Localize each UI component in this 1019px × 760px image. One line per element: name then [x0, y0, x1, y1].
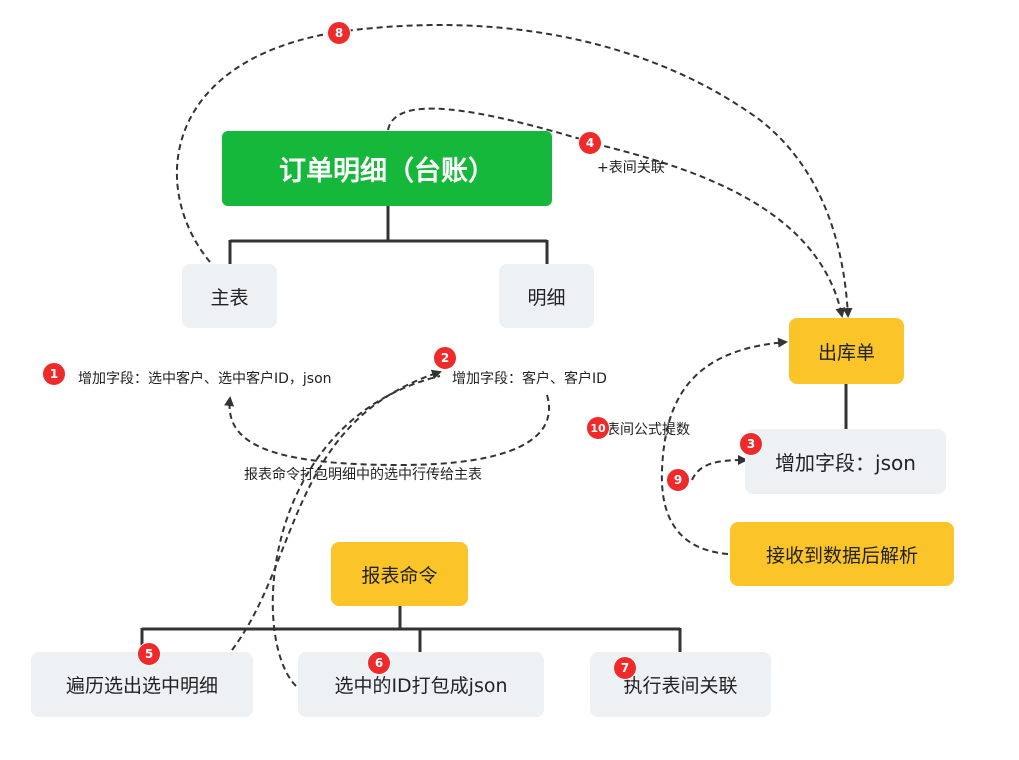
node-main-table: 主表 — [182, 264, 277, 328]
node-report-command-label: 报表命令 — [361, 564, 438, 587]
label-table-relation: +表间关联 — [597, 160, 665, 176]
step-badge-10: 10 — [586, 416, 610, 440]
node-outbound-label: 出库单 — [817, 341, 875, 364]
step-badge-5: 5 — [137, 642, 161, 666]
step-badge-2: 2 — [433, 346, 457, 370]
step-badge-7: 7 — [613, 656, 637, 680]
step-badge-3: 3 — [739, 432, 763, 456]
step-badge-4: 4 — [578, 131, 602, 155]
label-formula-extract: 表间公式提数 — [606, 422, 690, 438]
node-exec-relation-label: 执行表间关联 — [623, 675, 738, 697]
connector-root-to-outbound — [387, 107, 846, 318]
step-badge-9: 9 — [666, 468, 690, 492]
node-receive-parse: 接收到数据后解析 — [730, 522, 954, 586]
label-main-add-field: 增加字段：选中客户、选中客户ID，json — [78, 371, 332, 387]
label-detail-add-field: 增加字段：客户、客户ID — [452, 371, 607, 387]
connector-parse-to-field — [691, 455, 748, 481]
node-pack-json: 选中的ID打包成json — [298, 652, 544, 717]
step-badge-6: 6 — [367, 651, 391, 675]
tree-lines-bottom — [140, 606, 682, 652]
step-badge-1: 1 — [42, 362, 66, 386]
step-badge-8: 8 — [327, 21, 351, 45]
label-pass-to-main: 报表命令打包明细中的选中行传给主表 — [244, 467, 482, 483]
node-outbound-field-label: 增加字段：json — [775, 451, 916, 475]
connector-parse-to-outbound — [660, 337, 788, 555]
root-node-label: 订单明细（台账） — [279, 156, 495, 187]
node-traverse-label: 遍历选出选中明细 — [65, 675, 218, 697]
connector-main-to-outbound — [175, 24, 853, 318]
connector-detail-to-main — [224, 394, 550, 467]
connector-traverse-to-detail-field — [231, 369, 442, 651]
node-outbound-field: 增加字段：json — [745, 429, 946, 494]
root-node-order-detail: 订单明细（台账） — [222, 131, 552, 206]
node-receive-parse-label: 接收到数据后解析 — [765, 544, 918, 567]
node-pack-json-label: 选中的ID打包成json — [334, 675, 508, 697]
node-outbound: 出库单 — [789, 318, 904, 384]
tree-lines-top — [228, 206, 549, 264]
connector-pack-to-detail-field — [271, 375, 441, 687]
node-detail: 明细 — [499, 264, 594, 328]
node-detail-label: 明细 — [527, 286, 566, 309]
node-main-table-label: 主表 — [210, 286, 249, 309]
node-report-command: 报表命令 — [331, 542, 468, 606]
